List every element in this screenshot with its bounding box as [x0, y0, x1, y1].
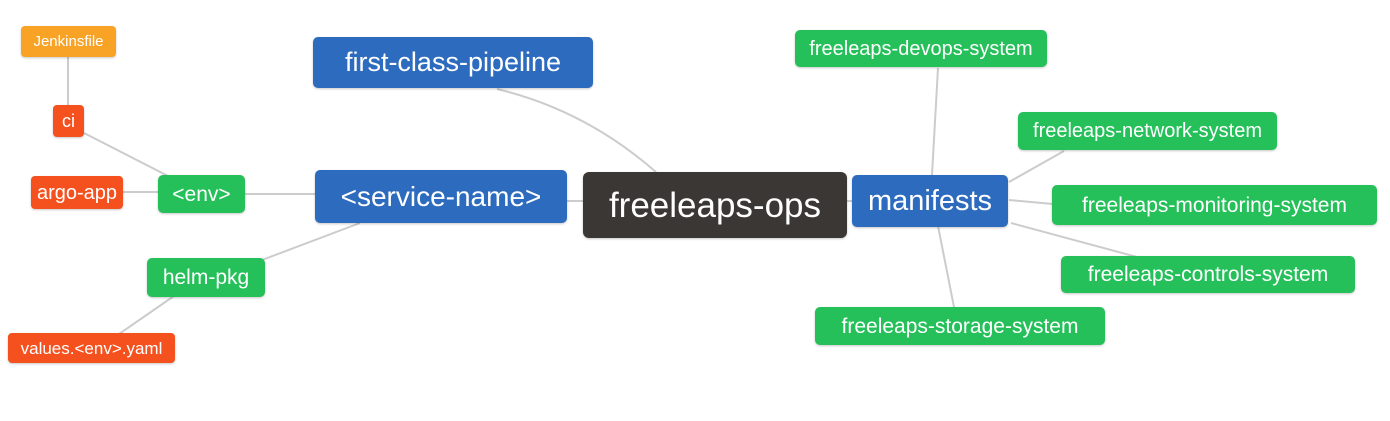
node-ci[interactable]: ci	[53, 105, 84, 137]
edge-helm-pkg-values-env-yaml	[118, 295, 175, 335]
edge-manifests-devops-system	[931, 67, 939, 176]
edge-service-name-helm-pkg	[261, 222, 361, 261]
edge-ci-env	[83, 132, 169, 177]
edge-manifests-storage-system	[937, 225, 955, 308]
node-freeleaps-devops-system[interactable]: freeleaps-devops-system	[795, 30, 1047, 67]
node-helm-pkg[interactable]: helm-pkg	[147, 258, 265, 297]
node-freeleaps-ops[interactable]: freeleaps-ops	[583, 172, 847, 238]
edge-first-class-pipeline-freeleaps-ops	[496, 88, 657, 173]
edge-manifests-network-system	[1008, 150, 1065, 183]
edge-manifests-controls-system	[1010, 222, 1138, 258]
node-service-name[interactable]: <service-name>	[315, 170, 567, 223]
node-jenkinsfile[interactable]: Jenkinsfile	[21, 26, 116, 57]
node-freeleaps-controls-system[interactable]: freeleaps-controls-system	[1061, 256, 1355, 293]
node-manifests[interactable]: manifests	[852, 175, 1008, 227]
node-freeleaps-storage-system[interactable]: freeleaps-storage-system	[815, 307, 1105, 345]
edge-manifests-monitoring-system	[1008, 199, 1054, 205]
node-argo-app[interactable]: argo-app	[31, 176, 123, 209]
node-freeleaps-network-system[interactable]: freeleaps-network-system	[1018, 112, 1277, 150]
node-env[interactable]: <env>	[158, 175, 245, 213]
node-first-class-pipeline[interactable]: first-class-pipeline	[313, 37, 593, 88]
node-values-env-yaml[interactable]: values.<env>.yaml	[8, 333, 175, 363]
node-freeleaps-monitoring-system[interactable]: freeleaps-monitoring-system	[1052, 185, 1377, 225]
